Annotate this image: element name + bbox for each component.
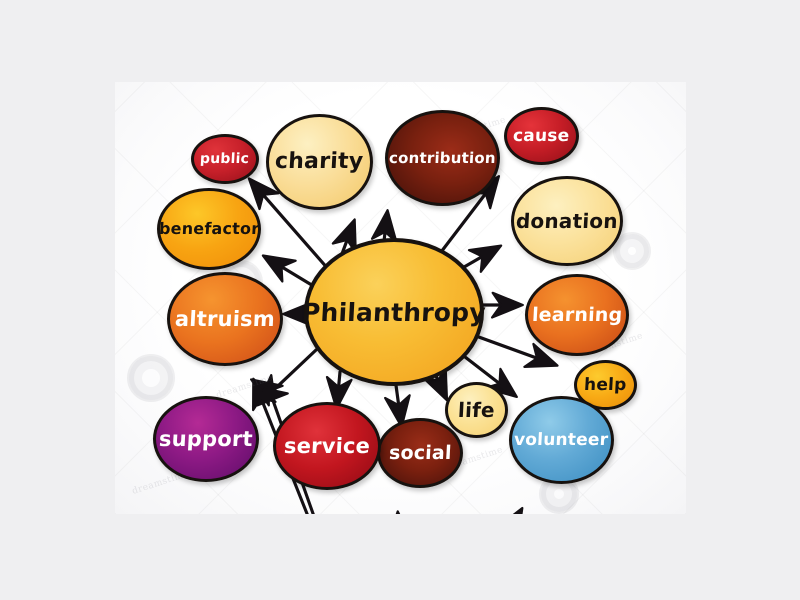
node-label-volunteer: volunteer <box>513 429 610 450</box>
connector-to-support <box>256 348 318 407</box>
connector-to-cause <box>436 175 501 258</box>
node-charity[interactable]: charity <box>266 114 373 210</box>
node-learning[interactable]: learning <box>525 274 629 356</box>
connector-to-public <box>247 177 331 272</box>
diagram-canvas: dreamstime dreamstime dreamstime dreamst… <box>115 82 686 514</box>
node-label-help: help <box>583 374 628 395</box>
node-label-learning: learning <box>531 303 623 326</box>
node-label-contribution: contribution <box>388 148 497 167</box>
node-donation[interactable]: donation <box>511 176 623 266</box>
node-volunteer[interactable]: volunteer <box>509 396 614 484</box>
node-life[interactable]: life <box>445 382 508 438</box>
node-cause[interactable]: cause <box>504 107 579 165</box>
node-service[interactable]: service <box>273 402 381 490</box>
node-label-social: social <box>388 441 452 464</box>
connector-to-benefactor <box>261 254 317 289</box>
node-label-philanthropy: Philanthropy <box>301 297 487 327</box>
node-label-charity: charity <box>274 149 365 174</box>
node-label-support: support <box>158 426 254 451</box>
node-label-altruism: altruism <box>174 306 276 331</box>
node-benefactor[interactable]: benefactor <box>157 188 261 270</box>
node-label-cause: cause <box>512 125 571 146</box>
connector-to-service <box>325 370 353 410</box>
node-philanthropy-center[interactable]: Philanthropy <box>301 238 487 386</box>
node-label-donation: donation <box>515 209 619 233</box>
node-label-life: life <box>457 398 496 422</box>
node-label-benefactor: benefactor <box>158 219 260 238</box>
node-social[interactable]: social <box>377 418 463 488</box>
node-support[interactable]: support <box>153 396 259 482</box>
node-public[interactable]: public <box>191 134 259 184</box>
node-label-public: public <box>200 151 250 167</box>
connector-to-volunteer <box>454 348 518 399</box>
node-label-service: service <box>283 433 371 458</box>
connector-to-help <box>463 330 559 368</box>
node-contribution[interactable]: contribution <box>385 110 500 206</box>
node-altruism[interactable]: altruism <box>167 272 283 366</box>
